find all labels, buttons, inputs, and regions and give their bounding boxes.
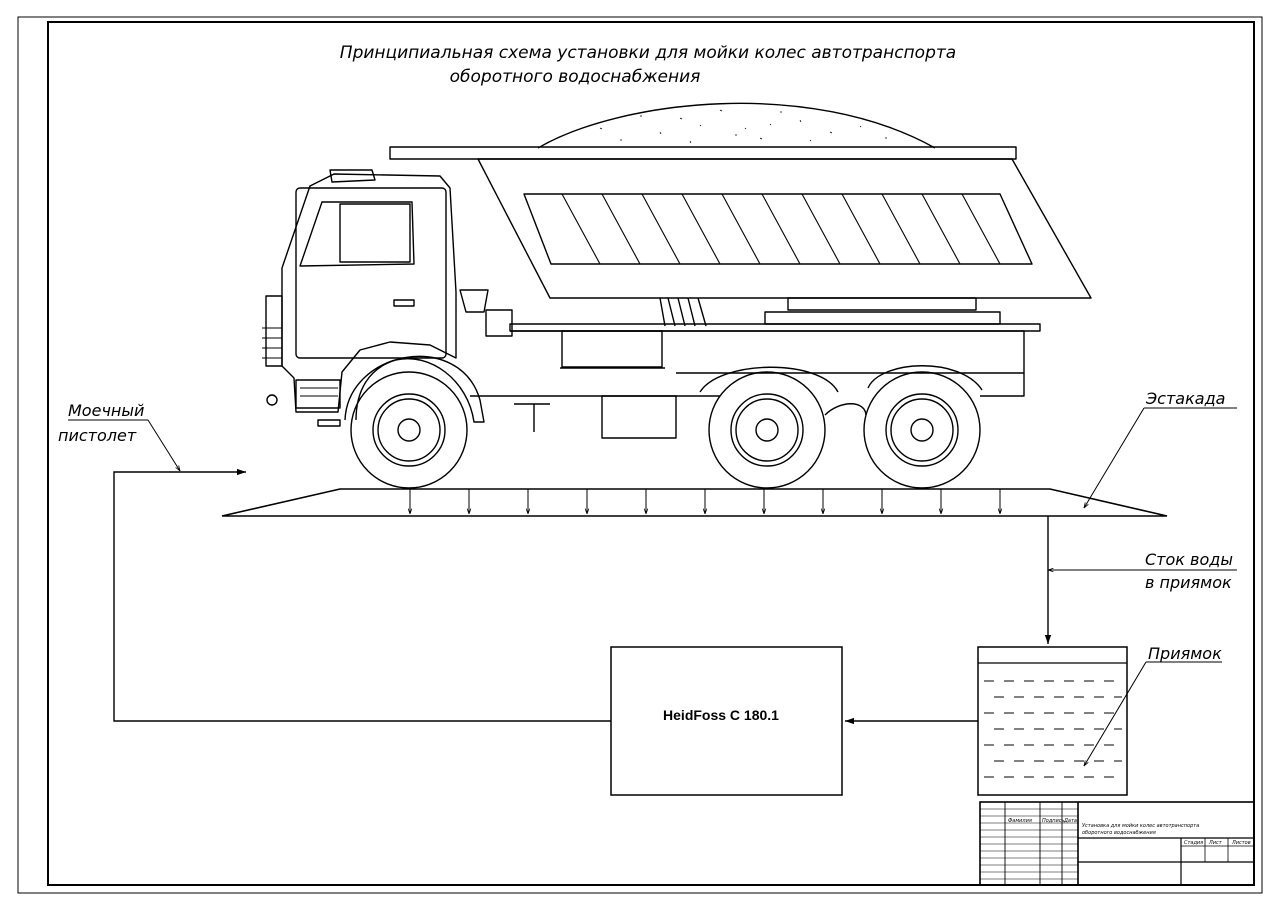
sump-water-dashes — [984, 680, 1122, 778]
inner-sheet-frame — [47, 21, 1255, 886]
exhaust-box — [485, 309, 513, 337]
fuel-tank — [561, 330, 663, 368]
tow-hook — [266, 394, 278, 406]
dump-body — [477, 158, 1092, 299]
chassis-side-rail — [510, 330, 1025, 397]
step-bracket — [514, 403, 550, 432]
cab-front — [265, 295, 283, 367]
mudguard-front — [344, 355, 485, 423]
wash-gun-label-line-1: Моечный — [68, 401, 144, 420]
title-block-col-date: Дата — [1063, 818, 1077, 824]
rear-mudguard — [699, 365, 983, 393]
title-block-col-stage: Стадия — [1184, 840, 1203, 846]
cab-roof-visor — [329, 169, 376, 183]
title-block-doc-line-1: Установка для мойки колес автотранспорта — [1082, 823, 1199, 829]
return-pipe — [113, 468, 611, 722]
title-block-doc-line-2: оборотного водоснабжения — [1082, 830, 1156, 836]
dump-body-slats — [561, 193, 1001, 265]
cab-window — [299, 201, 415, 267]
title-block — [979, 801, 1255, 886]
title-block-col-surname: Фамилия — [1008, 818, 1032, 824]
rear-wheel-2 — [863, 371, 981, 489]
estakada-platform — [221, 488, 1168, 517]
sump-leader — [1084, 661, 1222, 766]
hoist-plate — [764, 311, 1001, 325]
battery-box — [601, 395, 677, 439]
front-wheel — [350, 371, 468, 489]
diagram-title-line-1: Принципиальная схема установки для мойки… — [340, 43, 956, 63]
dump-body-top-rail — [389, 146, 1017, 160]
outer-sheet-border — [17, 16, 1263, 894]
front-step — [317, 419, 341, 427]
wash-gun-label-line-2: пистолет — [58, 426, 137, 445]
drain-label-line-2: в приямок — [1145, 573, 1232, 592]
sump-tank — [977, 646, 1128, 796]
chassis-frame-rail — [509, 323, 1041, 332]
hoist-frame — [659, 297, 707, 327]
cargo-speckles — [599, 109, 887, 144]
title-block-col-sheet: Лист — [1208, 840, 1223, 846]
rear-wheel-1 — [708, 371, 826, 489]
rear-axle-spring — [824, 403, 867, 416]
estakada-leader — [1084, 407, 1237, 508]
title-block-col-signature: Подпись — [1042, 818, 1065, 824]
heidfoss-unit-label: HeidFoss C 180.1 — [663, 707, 779, 723]
wash-gun-leader — [68, 419, 180, 471]
drain-label-line-1: Сток воды — [1145, 550, 1233, 569]
grille-bars — [262, 327, 282, 359]
estakada-label: Эстакада — [1145, 389, 1225, 408]
diagram-title-line-2: оборотного водоснабжения — [450, 67, 701, 87]
cab-window-inner — [339, 203, 411, 263]
dump-truck-drawing — [262, 102, 1092, 489]
sump-label: Приямок — [1148, 644, 1222, 663]
spray-nozzles — [410, 489, 1000, 514]
title-block-col-sheets: Листов — [1231, 840, 1251, 846]
bumper-slats — [300, 387, 338, 397]
front-bumper — [295, 379, 341, 409]
air-intake — [459, 289, 489, 313]
cargo-mound — [537, 102, 936, 149]
dump-body-side-panel — [523, 193, 1033, 265]
hoist-base — [787, 297, 977, 311]
cab-door-handle — [393, 299, 415, 307]
cab-door — [295, 187, 447, 359]
